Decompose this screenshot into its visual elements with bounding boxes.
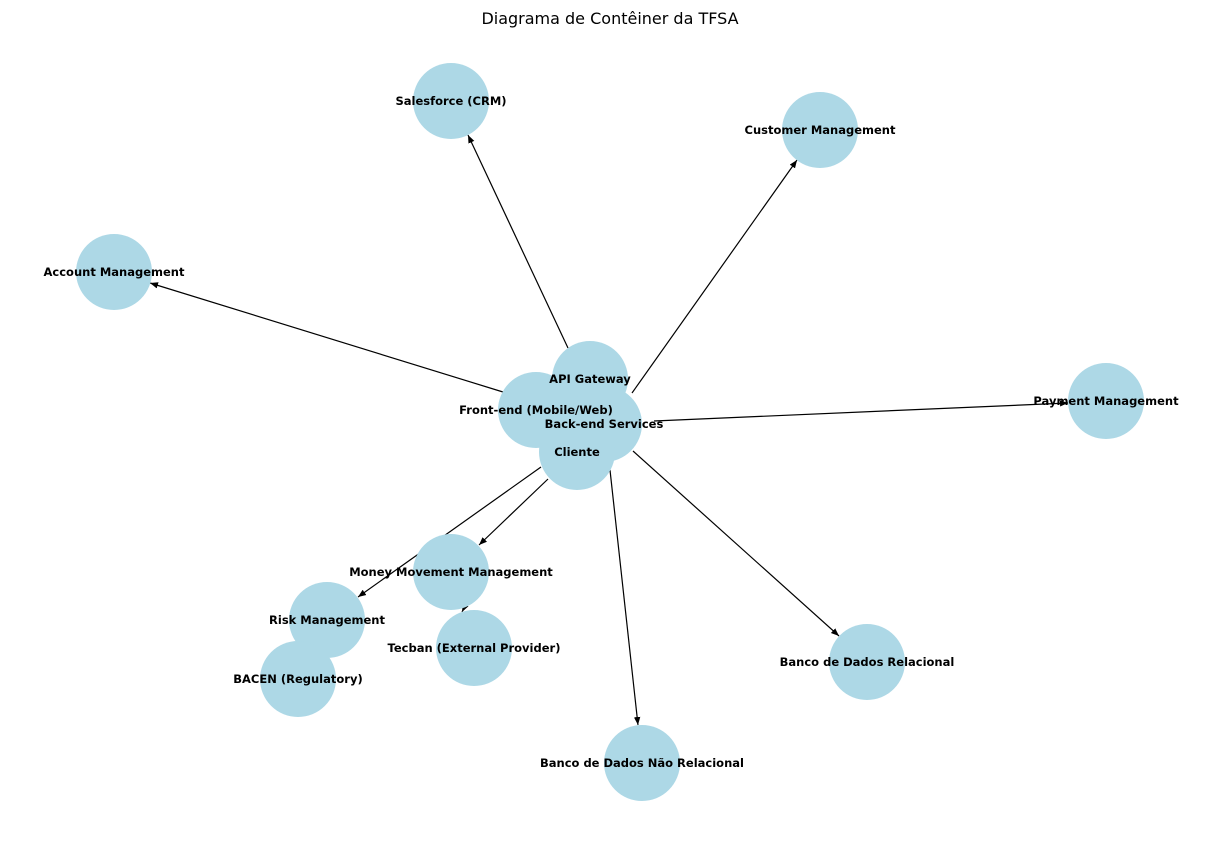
edge-frontend-to-risk <box>357 466 542 598</box>
node-money <box>413 534 489 610</box>
node-label-payment: Payment Management <box>1033 394 1179 408</box>
node-account <box>76 234 152 310</box>
node-risk <box>289 582 365 658</box>
node-label-frontend: Front-end (Mobile/Web) <box>459 403 613 417</box>
edge-money-to-tecban <box>461 603 469 613</box>
node-label-customer: Customer Management <box>745 123 896 137</box>
node-label-salesforce: Salesforce (CRM) <box>395 94 506 108</box>
edge-backend-to-payment <box>653 400 1069 422</box>
node-label-account: Account Management <box>44 265 185 279</box>
node-tecban <box>436 610 512 686</box>
node-label-cliente: Cliente <box>554 445 600 459</box>
labels-layer: Salesforce (CRM) Customer ManagementAccou… <box>44 94 1180 770</box>
node-label-bdnrel: Banco de Dados Não Relacional <box>540 756 744 770</box>
node-cliente <box>539 414 615 490</box>
node-label-money: Money Movement Management <box>349 565 553 579</box>
node-customer <box>782 92 858 168</box>
edges-layer <box>149 134 1069 726</box>
node-bdnrel <box>604 725 680 801</box>
node-label-bdrel: Banco de Dados Relacional <box>780 655 955 669</box>
node-salesforce <box>413 63 489 139</box>
nodes-layer <box>76 63 1144 801</box>
node-payment <box>1068 363 1144 439</box>
edge-backend-to-bdrel <box>632 450 840 637</box>
diagram-title: Diagrama de Contêiner da TFSA <box>481 9 738 28</box>
edge-backend-to-customer <box>631 159 798 394</box>
node-bacen <box>260 641 336 717</box>
node-label-risk: Risk Management <box>269 613 385 627</box>
node-bdrel <box>829 624 905 700</box>
edge-cliente-to-money <box>478 478 549 546</box>
edge-frontend-to-account <box>149 282 504 393</box>
node-label-backend: Back-end Services <box>545 417 664 431</box>
node-label-tecban: Tecban (External Provider) <box>388 641 561 655</box>
edge-api-to-salesforce <box>467 134 569 349</box>
edge-backend-to-bdnrel <box>609 469 641 726</box>
node-label-bacen: BACEN (Regulatory) <box>233 672 362 686</box>
node-label-api: API Gateway <box>549 372 631 386</box>
